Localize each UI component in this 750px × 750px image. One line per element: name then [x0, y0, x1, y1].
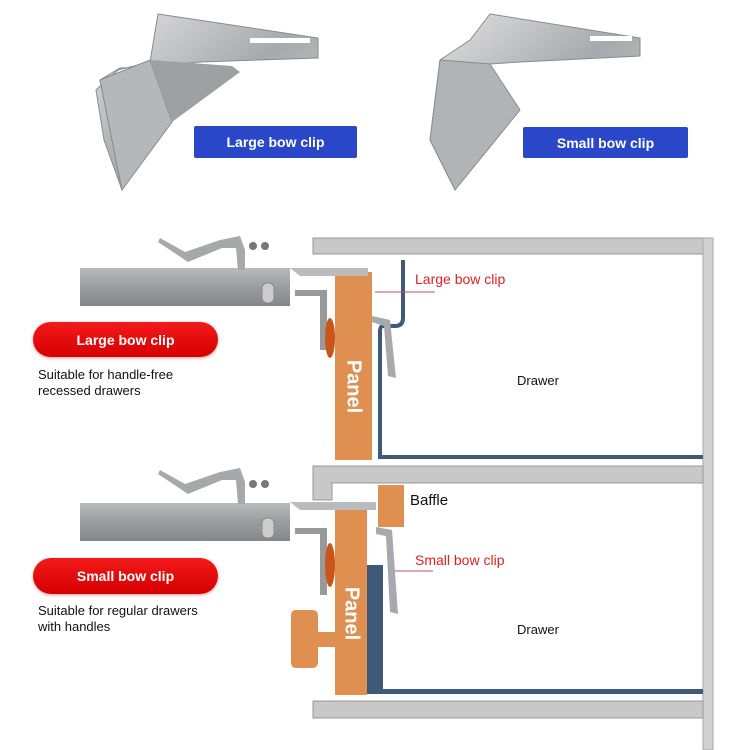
cabinet-top-shelf: [312, 237, 704, 255]
small-bow-clip-image: [429, 13, 641, 192]
cabinet-side-wall: [702, 237, 714, 750]
large-bow-clip-callout: Large bow clip: [415, 271, 506, 287]
panel-label-upper: Panel: [342, 359, 365, 414]
drawer-lower-bottom: [367, 689, 703, 694]
clamp-tool-lower: [80, 468, 398, 614]
drawer-upper-outline: [378, 260, 703, 459]
large-bow-clip-tag: Large bow clip: [194, 126, 357, 158]
cabinet-middle-shelf: [312, 465, 704, 501]
drawer-label-upper: Drawer: [517, 373, 559, 388]
cabinet-bottom-shelf: [312, 700, 704, 719]
description-line: with handles: [38, 619, 111, 634]
description-line: Suitable for handle-free: [38, 367, 174, 382]
panel-label-lower: Panel: [340, 586, 363, 641]
large-bow-clip-image: [95, 13, 319, 192]
large-bow-clip-badge: Large bow clip: [33, 322, 218, 357]
panel-upper: [335, 272, 372, 460]
small-bow-clip-tag: Small bow clip: [523, 127, 688, 158]
small-bow-clip-badge: Small bow clip: [33, 558, 218, 594]
description-line: Suitable for regular drawers: [38, 603, 198, 618]
baffle: [378, 485, 404, 527]
description-line: recessed drawers: [38, 383, 141, 398]
panel-lower: [335, 507, 367, 695]
large-clip-description: Suitable for handle-free recessed drawer…: [38, 367, 173, 399]
small-clip-description: Suitable for regular drawers with handle…: [38, 603, 198, 635]
small-bow-clip-callout: Small bow clip: [415, 552, 505, 568]
drawer-handle: [291, 610, 335, 668]
drawer-label-lower: Drawer: [517, 622, 559, 637]
drawer-lower-front: [367, 565, 383, 693]
baffle-label: Baffle: [410, 492, 449, 509]
clamp-tool-upper: [80, 236, 396, 378]
